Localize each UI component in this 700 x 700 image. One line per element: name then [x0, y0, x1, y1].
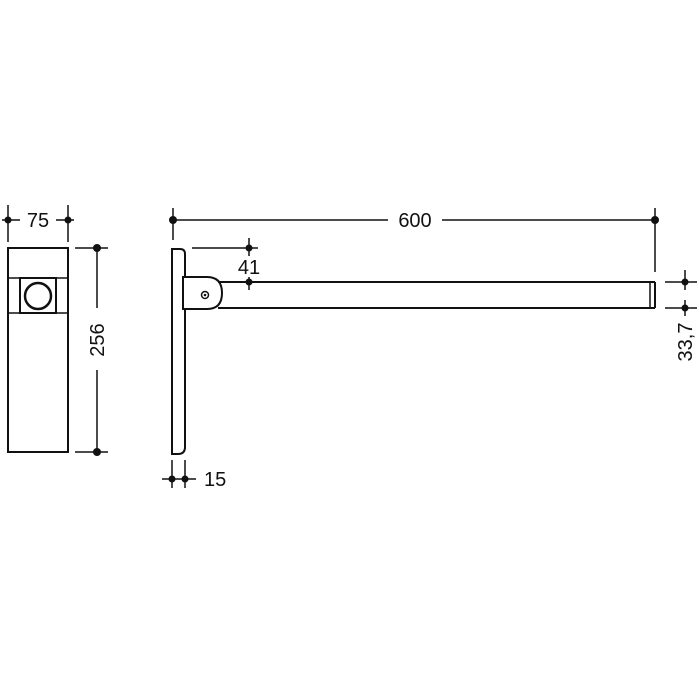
- hinge-knuckle: [182, 276, 224, 310]
- dim-hinge-offset: [192, 238, 258, 290]
- label-plate-height: 256: [87, 323, 109, 356]
- label-rail-length: 600: [398, 210, 431, 232]
- dim-tube-diameter: [665, 270, 697, 316]
- dim-rail-length: [169, 208, 659, 272]
- label-tube-diameter: 33,7: [675, 323, 697, 362]
- front-view-plate: [7, 247, 69, 453]
- hinge-circle-icon: [23, 281, 53, 311]
- label-plate-thickness: 15: [204, 469, 226, 491]
- dim-plate-thickness: [162, 460, 196, 488]
- label-plate-width: 75: [27, 210, 49, 232]
- dim-plate-height: [75, 244, 108, 456]
- rail-tube: [218, 281, 656, 309]
- side-view-plate: [171, 248, 186, 455]
- label-hinge-offset: 41: [238, 257, 260, 279]
- dim-plate-width: [2, 205, 74, 242]
